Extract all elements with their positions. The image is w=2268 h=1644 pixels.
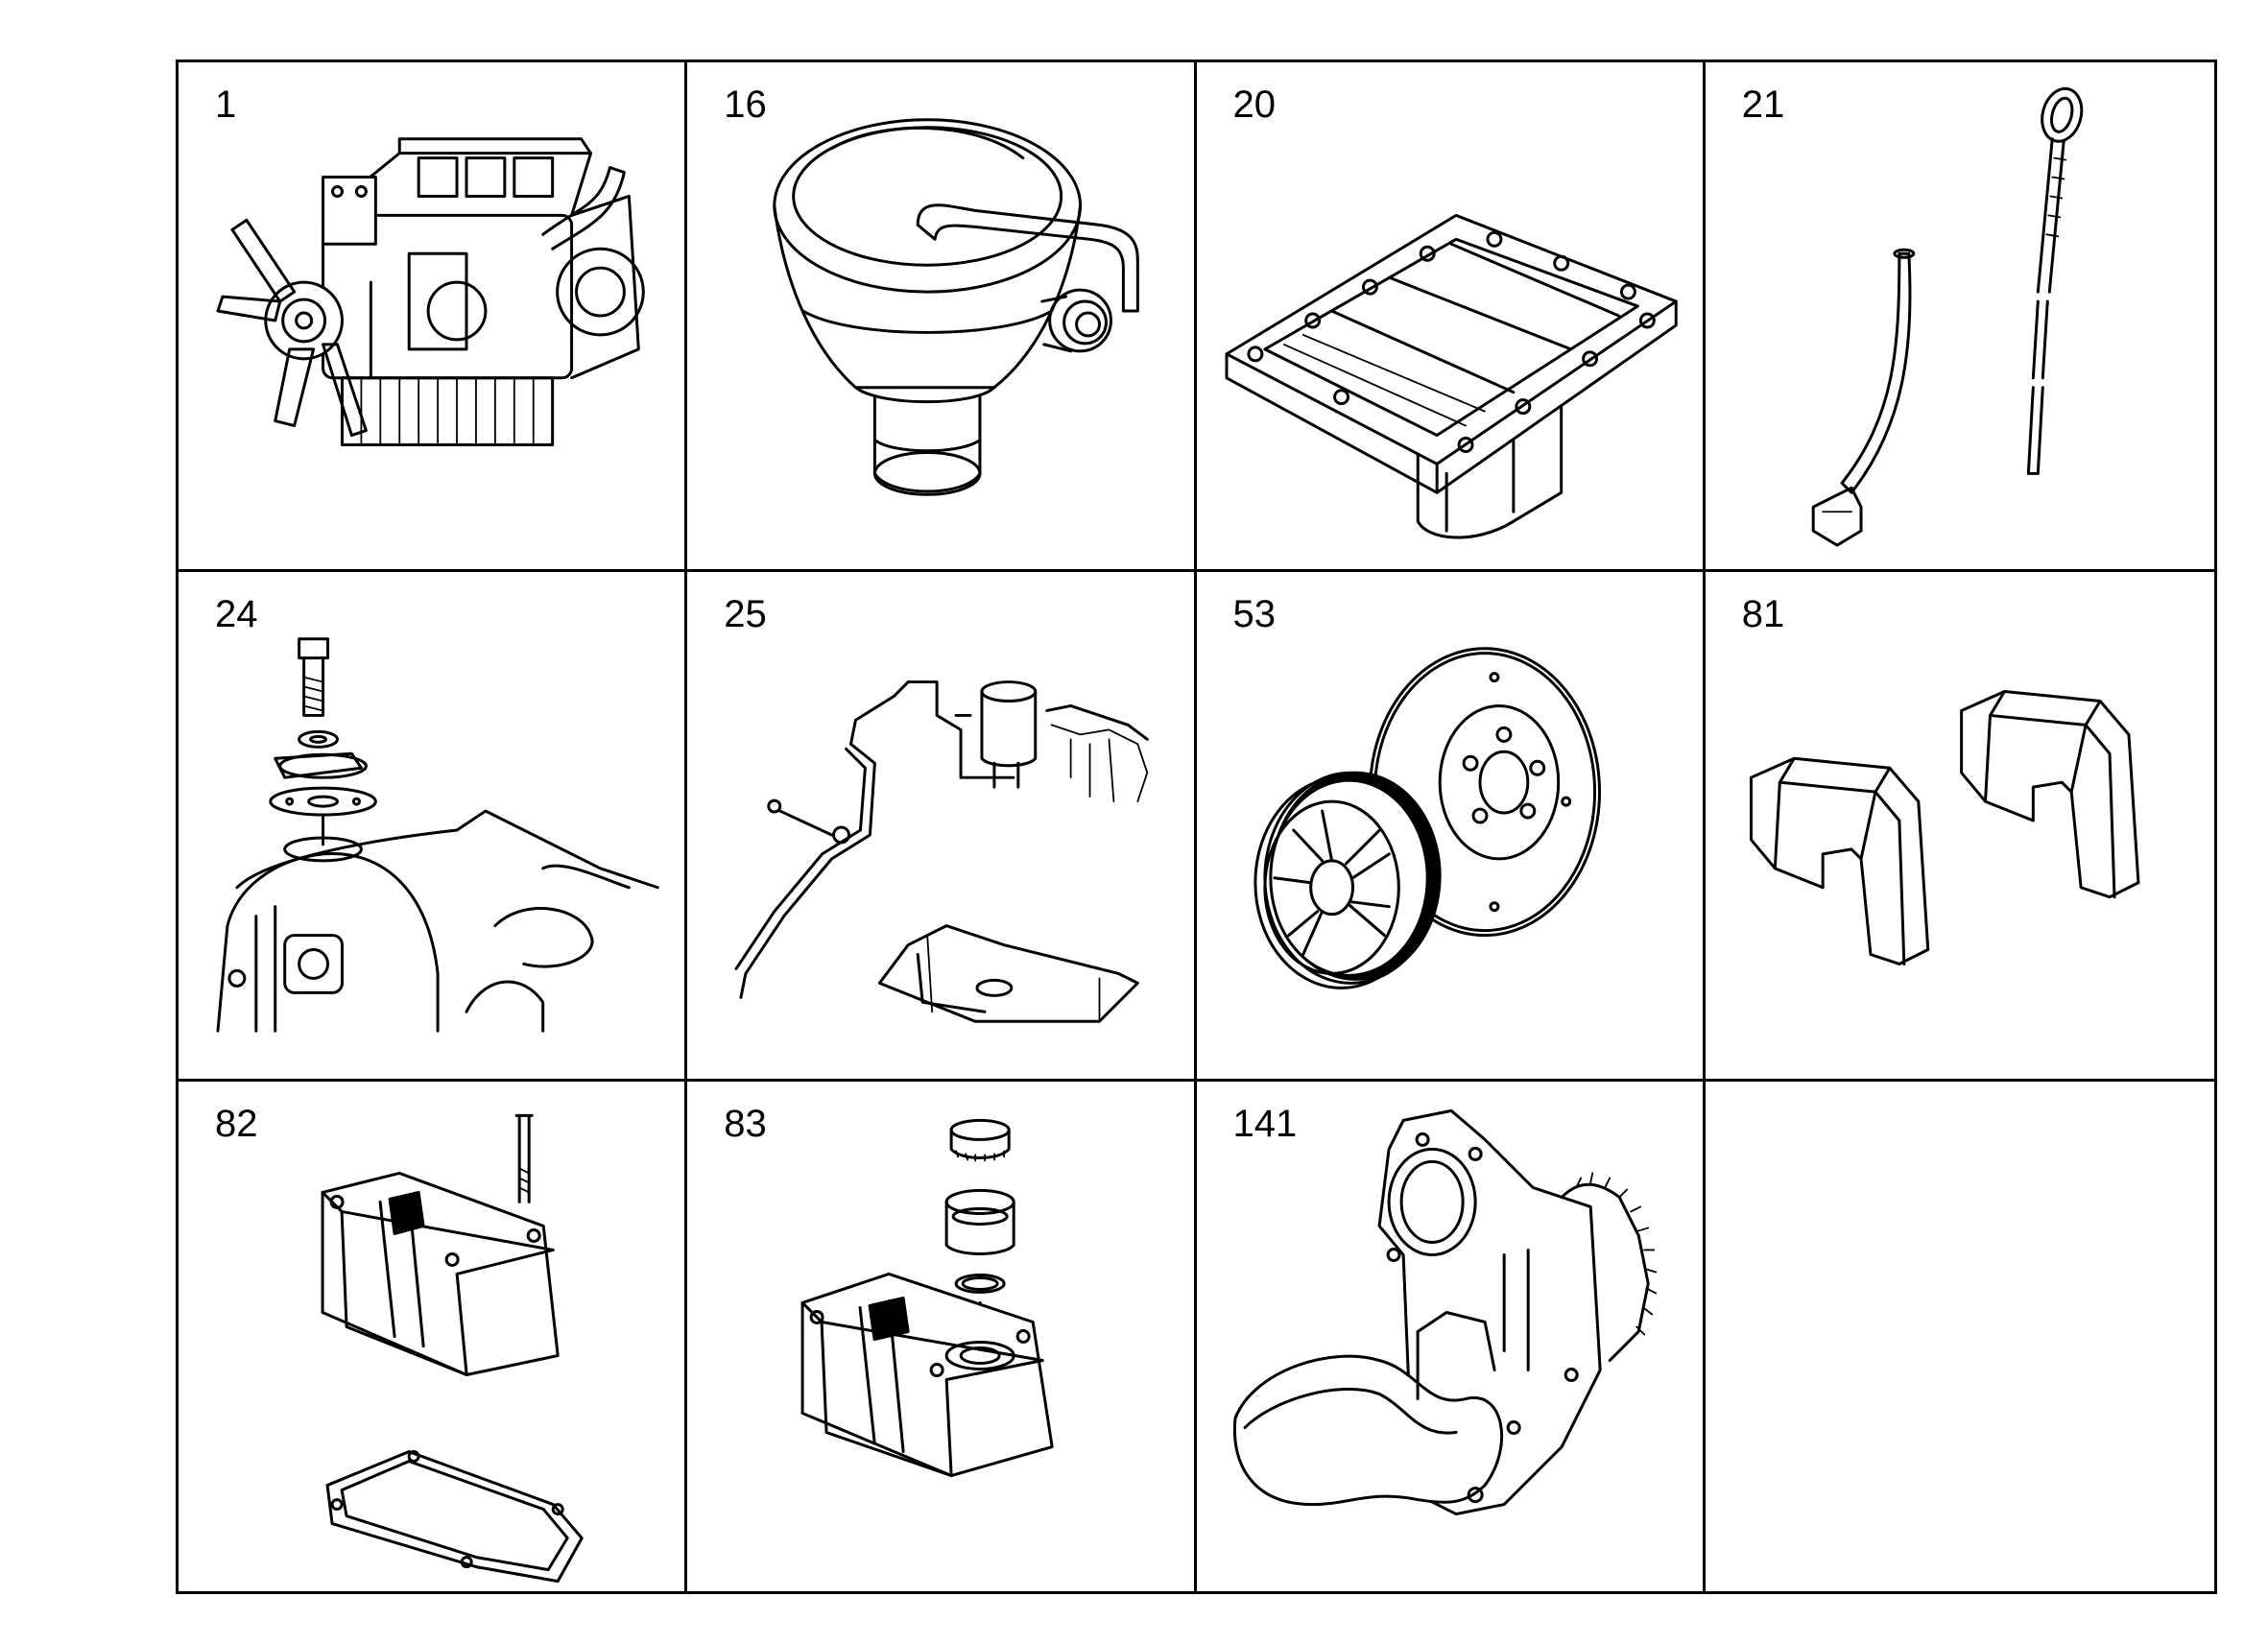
part-cell-82[interactable]: 82 [179,1082,688,1591]
part-number: 83 [724,1103,767,1145]
part-cell-20[interactable]: 20 [1196,62,1706,572]
part-number: 82 [215,1103,258,1145]
oil-line-assembly-icon [734,680,1150,1023]
part-number: 141 [1232,1103,1298,1145]
part-number: 16 [724,83,767,126]
dipstick-and-tube-icon [1811,86,2084,547]
engine-icon [216,137,645,446]
part-number: 25 [724,593,767,635]
oil-pan-frame-icon [1225,213,1678,539]
part-number: 81 [1741,593,1785,635]
cylinder-head-cover-gasket-icon [321,1113,584,1584]
breather-housing-icon [773,118,1140,496]
part-cell-21[interactable]: 21 [1705,62,2214,572]
vibration-damper-pulley-icon [1253,647,1601,989]
part-cell-16[interactable]: 16 [687,62,1197,572]
part-cell-53[interactable]: 53 [1196,572,1706,1082]
part-number: 24 [215,593,258,635]
parts-grid: 1 16 [176,60,2217,1594]
bracket-pair-icon [1749,690,2140,965]
part-number: 21 [1741,83,1785,126]
part-cell-81[interactable]: 81 [1705,572,2214,1082]
part-cell-141[interactable]: 141 [1197,1082,1706,1591]
part-number: 20 [1232,83,1277,126]
part-cell-1[interactable]: 1 [179,62,688,572]
part-cell-25[interactable]: 25 [687,572,1197,1082]
part-number: 1 [215,83,237,126]
part-cell-24[interactable]: 24 [179,572,688,1082]
part-number: 53 [1232,593,1277,635]
empty-cell [1706,1082,2214,1591]
oil-pump-housing-icon [1232,1108,1657,1516]
part-cell-83[interactable]: 83 [687,1082,1197,1591]
cylinder-head-cover-cap-icon [800,1118,1054,1478]
cover-plate-gasket-icon [216,637,659,1033]
